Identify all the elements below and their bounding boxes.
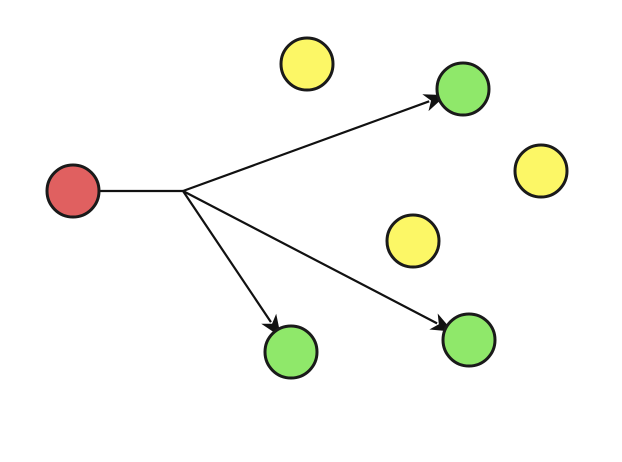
node-yellow-3	[385, 213, 441, 269]
node-yellow-2	[513, 143, 569, 199]
edge-source-to-green-3	[182, 190, 272, 323]
node-green-2	[441, 312, 497, 368]
edges-layer	[100, 94, 454, 338]
node-green-3	[263, 324, 319, 380]
edge-source-to-green-1	[182, 100, 430, 193]
node-green-1	[435, 61, 491, 117]
node-source	[45, 163, 101, 219]
nodes-layer	[45, 36, 569, 380]
node-yellow-1	[279, 36, 335, 92]
edge-source-to-green-2	[182, 190, 438, 325]
